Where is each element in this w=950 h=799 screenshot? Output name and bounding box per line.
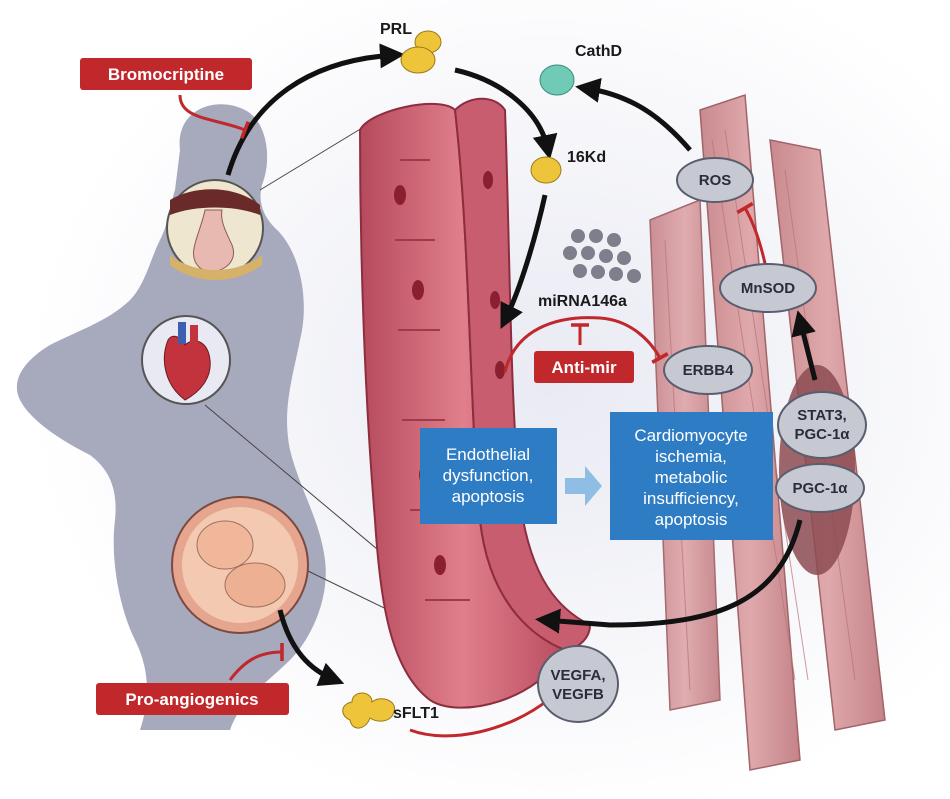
arrow-prl-to-16kd <box>454 67 558 160</box>
inhibit-sflt1-vegf <box>409 691 555 738</box>
pgc1a-label: PGC-1α <box>792 480 848 497</box>
sflt1-molecule-icon <box>342 692 396 729</box>
pituitary-icon <box>166 179 264 280</box>
arrow-placenta-to-sflt1 <box>277 609 345 687</box>
sflt1-label: sFLT1 <box>393 705 439 722</box>
prl-label: PRL <box>380 21 412 38</box>
cardiomyocyte-line-3: metabolic <box>655 468 728 487</box>
erbb4-oval: ERBB4 <box>663 345 753 395</box>
blue-progression-arrow <box>565 466 602 506</box>
erbb4-label: ERBB4 <box>683 362 735 379</box>
endothelial-line-3: apoptosis <box>452 487 525 506</box>
fetus-icon <box>171 496 309 634</box>
pro-angiogenics-box: Pro-angiogenics <box>96 683 289 715</box>
endothelial-line-2: dysfunction, <box>443 466 534 485</box>
pro-angiogenics-label: Pro-angiogenics <box>125 690 258 709</box>
mnsod-oval: MnSOD <box>719 263 817 313</box>
inhibit-mnsod-ros <box>736 201 768 269</box>
cardiomyocyte-line-5: apoptosis <box>655 510 728 529</box>
cardiomyocyte-line-2: ischemia, <box>655 447 727 466</box>
anti-mir-box: Anti-mir <box>534 351 634 383</box>
endothelial-line-1: Endothelial <box>446 445 530 464</box>
mnsod-label: MnSOD <box>741 280 795 297</box>
cardiomyocyte-box: Cardiomyocyte ischemia, metabolic insuff… <box>610 412 773 540</box>
ros-oval: ROS <box>676 157 754 203</box>
bromocriptine-label: Bromocriptine <box>108 65 224 84</box>
cathd-molecule-icon <box>539 64 575 96</box>
stat3-label-line-1: STAT3, <box>797 407 846 424</box>
anti-mir-label: Anti-mir <box>551 358 617 377</box>
inhibit-bromocriptine <box>178 94 251 140</box>
cardiomyocyte-line-4: insufficiency, <box>643 489 739 508</box>
ros-label: ROS <box>699 172 732 189</box>
prl-molecule-icon <box>400 30 442 74</box>
stat3-label-line-2: PGC-1α <box>794 426 850 443</box>
16kd-molecule-icon <box>530 156 562 184</box>
cathd-label: CathD <box>575 43 622 60</box>
bromocriptine-box: Bromocriptine <box>80 58 252 90</box>
16kd-label: 16Kd <box>567 149 606 166</box>
vegf-label-line-1: VEGFA, <box>550 667 605 684</box>
arrow-pituitary-to-prl <box>225 43 405 176</box>
cardiomyocyte-line-1: Cardiomyocyte <box>634 426 747 445</box>
inhibit-mirna <box>503 316 669 373</box>
pgc1a-oval: PGC-1α <box>775 463 865 513</box>
inhibit-pro-angiogenics <box>228 642 284 681</box>
mirna-dots-icon <box>563 229 641 283</box>
heart-icon <box>141 315 231 405</box>
vegf-oval: VEGFA, VEGFB <box>537 645 619 723</box>
arrow-pgc1a-to-vessel <box>535 519 803 634</box>
arrow-stat3-to-mnsod <box>791 310 818 381</box>
endothelial-box: Endothelial dysfunction, apoptosis <box>420 428 557 524</box>
vegf-label-line-2: VEGFB <box>552 686 604 703</box>
arrow-ros-to-cathd <box>575 77 692 152</box>
stat3-pgc1a-oval: STAT3, PGC-1α <box>777 391 867 459</box>
arrow-16kd-to-vessel <box>500 194 548 329</box>
zoom-line-top <box>259 127 363 191</box>
mirna-label: miRNA146a <box>538 293 627 310</box>
